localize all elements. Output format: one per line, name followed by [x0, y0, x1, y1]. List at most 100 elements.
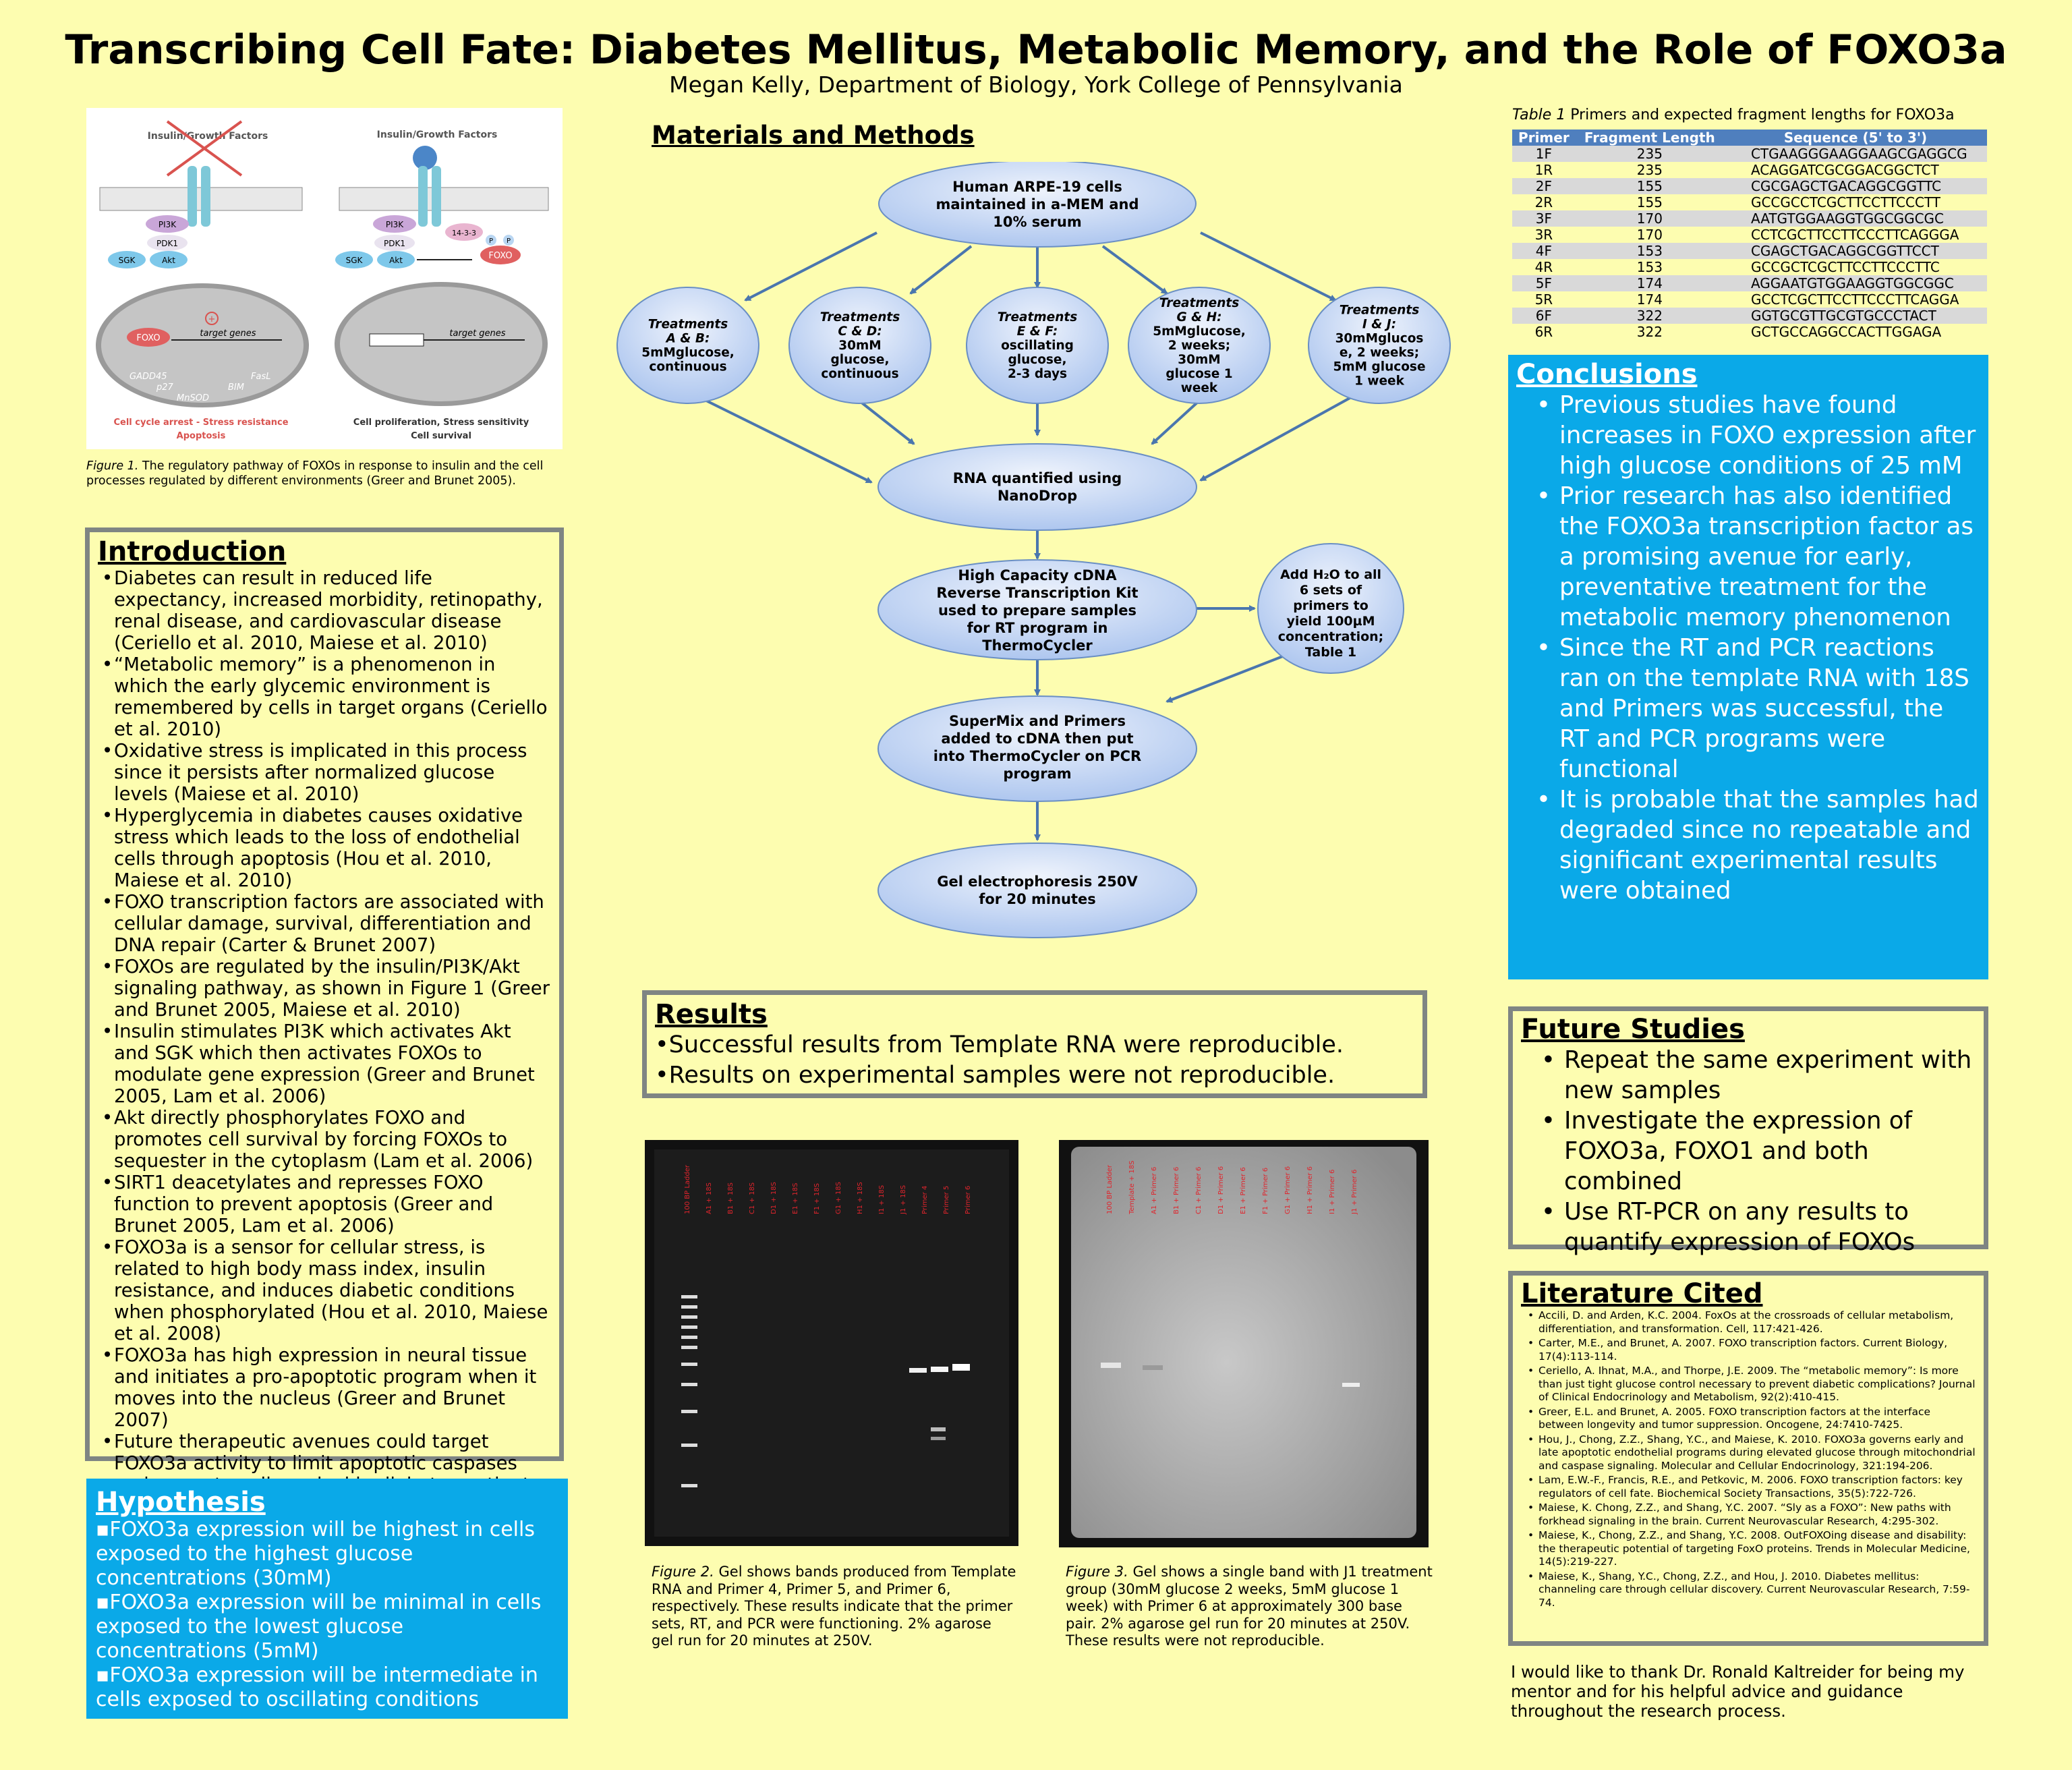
literature-section: Literature Cited Accili, D. and Arden, K…	[1508, 1271, 1988, 1646]
primer-cell: 6F	[1512, 308, 1576, 324]
primer-cell: 3R	[1534, 227, 1553, 243]
svg-text:program: program	[1003, 766, 1071, 782]
introduction-section: Introduction Diabetes can result in redu…	[85, 527, 564, 1517]
svg-text:used to prepare samples: used to prepare samples	[938, 602, 1136, 619]
svg-text:maintained in a-MEM and: maintained in a-MEM and	[936, 196, 1139, 212]
svg-text:yield 100µM: yield 100µM	[1286, 614, 1375, 629]
svg-text:target genes: target genes	[200, 329, 256, 339]
svg-text:for RT program in: for RT program in	[967, 620, 1108, 636]
svg-text:PDK1: PDK1	[384, 239, 405, 248]
results-item: Successful results from Template RNA wer…	[655, 1030, 1414, 1060]
treatment-label: 30mM	[838, 339, 881, 353]
conclusions-list: Previous studies have found increases in…	[1516, 390, 1980, 906]
insulin	[413, 146, 437, 170]
svg-text:PI3K: PI3K	[159, 220, 177, 229]
future-studies-section: Future Studies Repeat the same experimen…	[1508, 1006, 1988, 1256]
receptor	[188, 166, 197, 227]
svg-text:Table 1: Table 1	[1305, 645, 1356, 660]
primer-table-header: Primer Fragment Length Sequence (5' to 3…	[1512, 130, 1987, 146]
gel-lane-label: G1 + 18S	[835, 1182, 842, 1214]
primer-cell: 1R	[1534, 162, 1553, 178]
gel-lane-label: J1 + Primer 6	[1351, 1170, 1358, 1215]
literature-item: Accili, D. and Arden, K.C. 2004. FoxOs a…	[1521, 1309, 1976, 1336]
gel-lane-label: Primer 5	[943, 1186, 950, 1214]
primer-table: Primer Fragment Length Sequence (5' to 3…	[1512, 130, 1987, 340]
node-arpe19: Human ARPE-19 cells maintained in a-MEM …	[878, 162, 1197, 248]
primer-cell: 4R	[1534, 259, 1553, 275]
poster-subtitle: Megan Kelly, Department of Biology, York…	[669, 72, 1403, 98]
treatment-label: 30mM	[1178, 353, 1220, 367]
svg-text:target genes: target genes	[449, 329, 505, 339]
gel-lane-label: B1 + 18S	[727, 1182, 735, 1214]
svg-text:SGK: SGK	[346, 256, 364, 265]
acknowledgement: I would like to thank Dr. Ronald Kaltrei…	[1511, 1662, 1965, 1721]
svg-text:14-3-3: 14-3-3	[452, 229, 476, 237]
svg-text:High Capacity cDNA: High Capacity cDNA	[958, 567, 1117, 583]
treatment-label: 2 weeks;	[1168, 339, 1230, 353]
node-gel: Gel electrophoresis 250V for 20 minutes	[877, 843, 1197, 938]
gel-lane-label: H1 + Primer 6	[1306, 1166, 1314, 1214]
svg-text:FasL: FasL	[251, 372, 270, 382]
results-item: Results on experimental samples were not…	[655, 1060, 1414, 1091]
figure1-caption: Figure 1. The regulatory pathway of FOXO…	[86, 459, 544, 488]
svg-text:NanoDrop: NanoDrop	[998, 488, 1077, 504]
primer-cell: 5R	[1534, 291, 1553, 308]
figure2-caption: Figure 2. Gel shows bands produced from …	[652, 1564, 1016, 1649]
treatment-label: glucose,	[1008, 353, 1066, 367]
primer-cell: 5F	[1512, 275, 1576, 291]
svg-text:SuperMix and Primers: SuperMix and Primers	[949, 713, 1126, 729]
treatment-label: glucose 1	[1166, 367, 1232, 381]
gel2-band-primer6	[952, 1364, 970, 1371]
literature-item: Maiese, K., Chong, Z.Z., and Shang, Y.C.…	[1521, 1529, 1976, 1569]
future-studies-heading: Future Studies	[1521, 1014, 1745, 1045]
svg-text:P: P	[489, 237, 493, 245]
primer-cell: 6R	[1534, 324, 1553, 340]
introduction-item: SIRT1 deacetylates and represses FOXO fu…	[98, 1172, 551, 1236]
introduction-item: FOXO transcription factors are associate…	[98, 891, 551, 956]
treatment-label: Treatments	[1340, 304, 1419, 318]
conclusions-section: Conclusions Previous studies have found …	[1508, 355, 1988, 979]
treatment-label: e, 2 weeks;	[1340, 346, 1419, 360]
treatment-label: week	[1181, 381, 1218, 395]
fragment-length-cell: 155	[1636, 194, 1663, 210]
gel2-band-primer4	[909, 1368, 927, 1373]
fragment-length-cell: 170	[1575, 210, 1724, 227]
gel-lane-label: F1 + 18S	[813, 1183, 821, 1214]
gel-lane-label: Primer 4	[921, 1186, 929, 1214]
fig1-right-header: Insulin/Growth Factors	[377, 130, 498, 140]
literature-item: Hou, J., Chong, Z.Z., Shang, Y.C., and M…	[1521, 1433, 1976, 1473]
introduction-list: Diabetes can result in reduced life expe…	[98, 567, 551, 1517]
literature-item: Greer, E.L. and Brunet, A. 2005. FOXO tr…	[1521, 1406, 1976, 1432]
treatment-label: 1 week	[1354, 374, 1404, 389]
svg-text:GADD45: GADD45	[130, 372, 167, 382]
sequence-cell: AGGAATGTGGAAGGTGGCGGC	[1723, 275, 1987, 291]
svg-text:+: +	[208, 314, 216, 324]
fragment-length-cell: 155	[1575, 178, 1724, 194]
primer-cell: 2R	[1534, 194, 1553, 210]
introduction-heading: Introduction	[98, 536, 287, 567]
sequence-cell: GGTGCGTTGCGTGCCCTACT	[1723, 308, 1987, 324]
introduction-item: FOXO3a has high expression in neural tis…	[98, 1344, 551, 1431]
treatment-label: 2-3 days	[1008, 367, 1067, 381]
results-section: Results Successful results from Template…	[642, 990, 1427, 1098]
conclusions-item: Since the RT and PCR reactions ran on th…	[1516, 633, 1980, 784]
gel2-band-primer5	[931, 1367, 948, 1372]
treatment-label: Treatments	[1159, 296, 1239, 310]
sequence-cell: GCCGCCTCGCTTCCTTCCCTT	[1750, 194, 1941, 210]
sequence-cell: AATGTGGAAGGTGGCGGCGC	[1723, 210, 1987, 227]
svg-text:BIM: BIM	[228, 382, 244, 393]
svg-text:FOXO: FOXO	[136, 333, 160, 343]
literature-item: Ceriello, A. Ihnat, M.A., and Thorpe, J.…	[1521, 1365, 1976, 1404]
sequence-cell: CGCGAGCTGACAGGCGGTTC	[1723, 178, 1987, 194]
results-list: Successful results from Template RNA wer…	[655, 1030, 1414, 1091]
fragment-length-cell: 235	[1575, 146, 1724, 162]
hypothesis-section: Hypothesis FOXO3a expression will be hig…	[86, 1479, 568, 1719]
